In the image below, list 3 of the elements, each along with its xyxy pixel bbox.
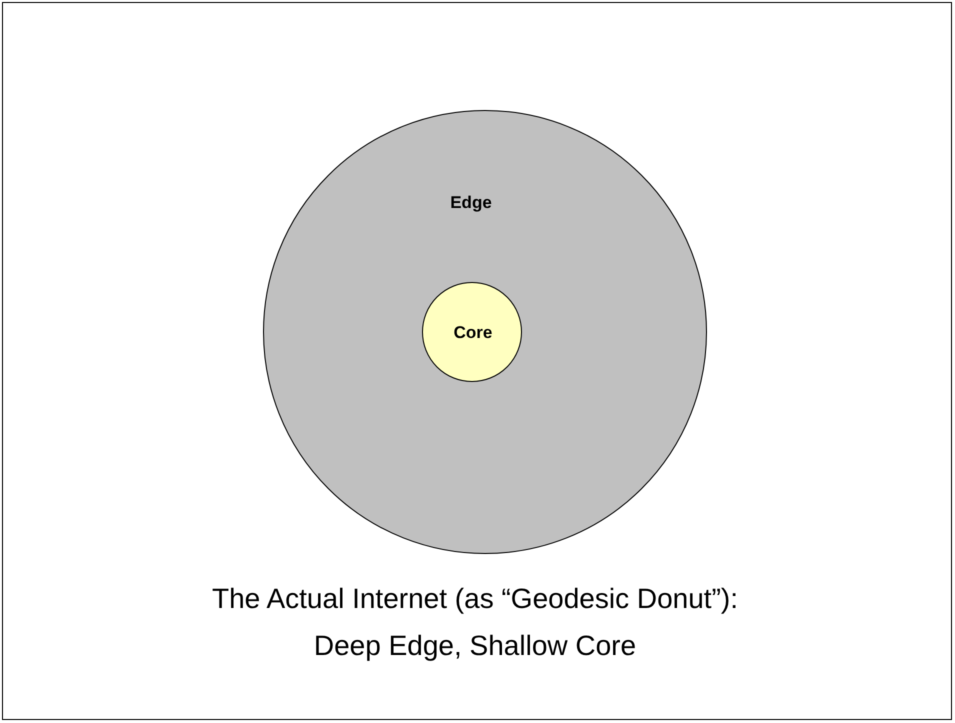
region-label: Core [454, 323, 492, 343]
caption: The Actual Internet (as “Geodesic Donut”): Deep Edge, Shallow Core [210, 582, 740, 663]
region-label: Edge [450, 193, 492, 213]
